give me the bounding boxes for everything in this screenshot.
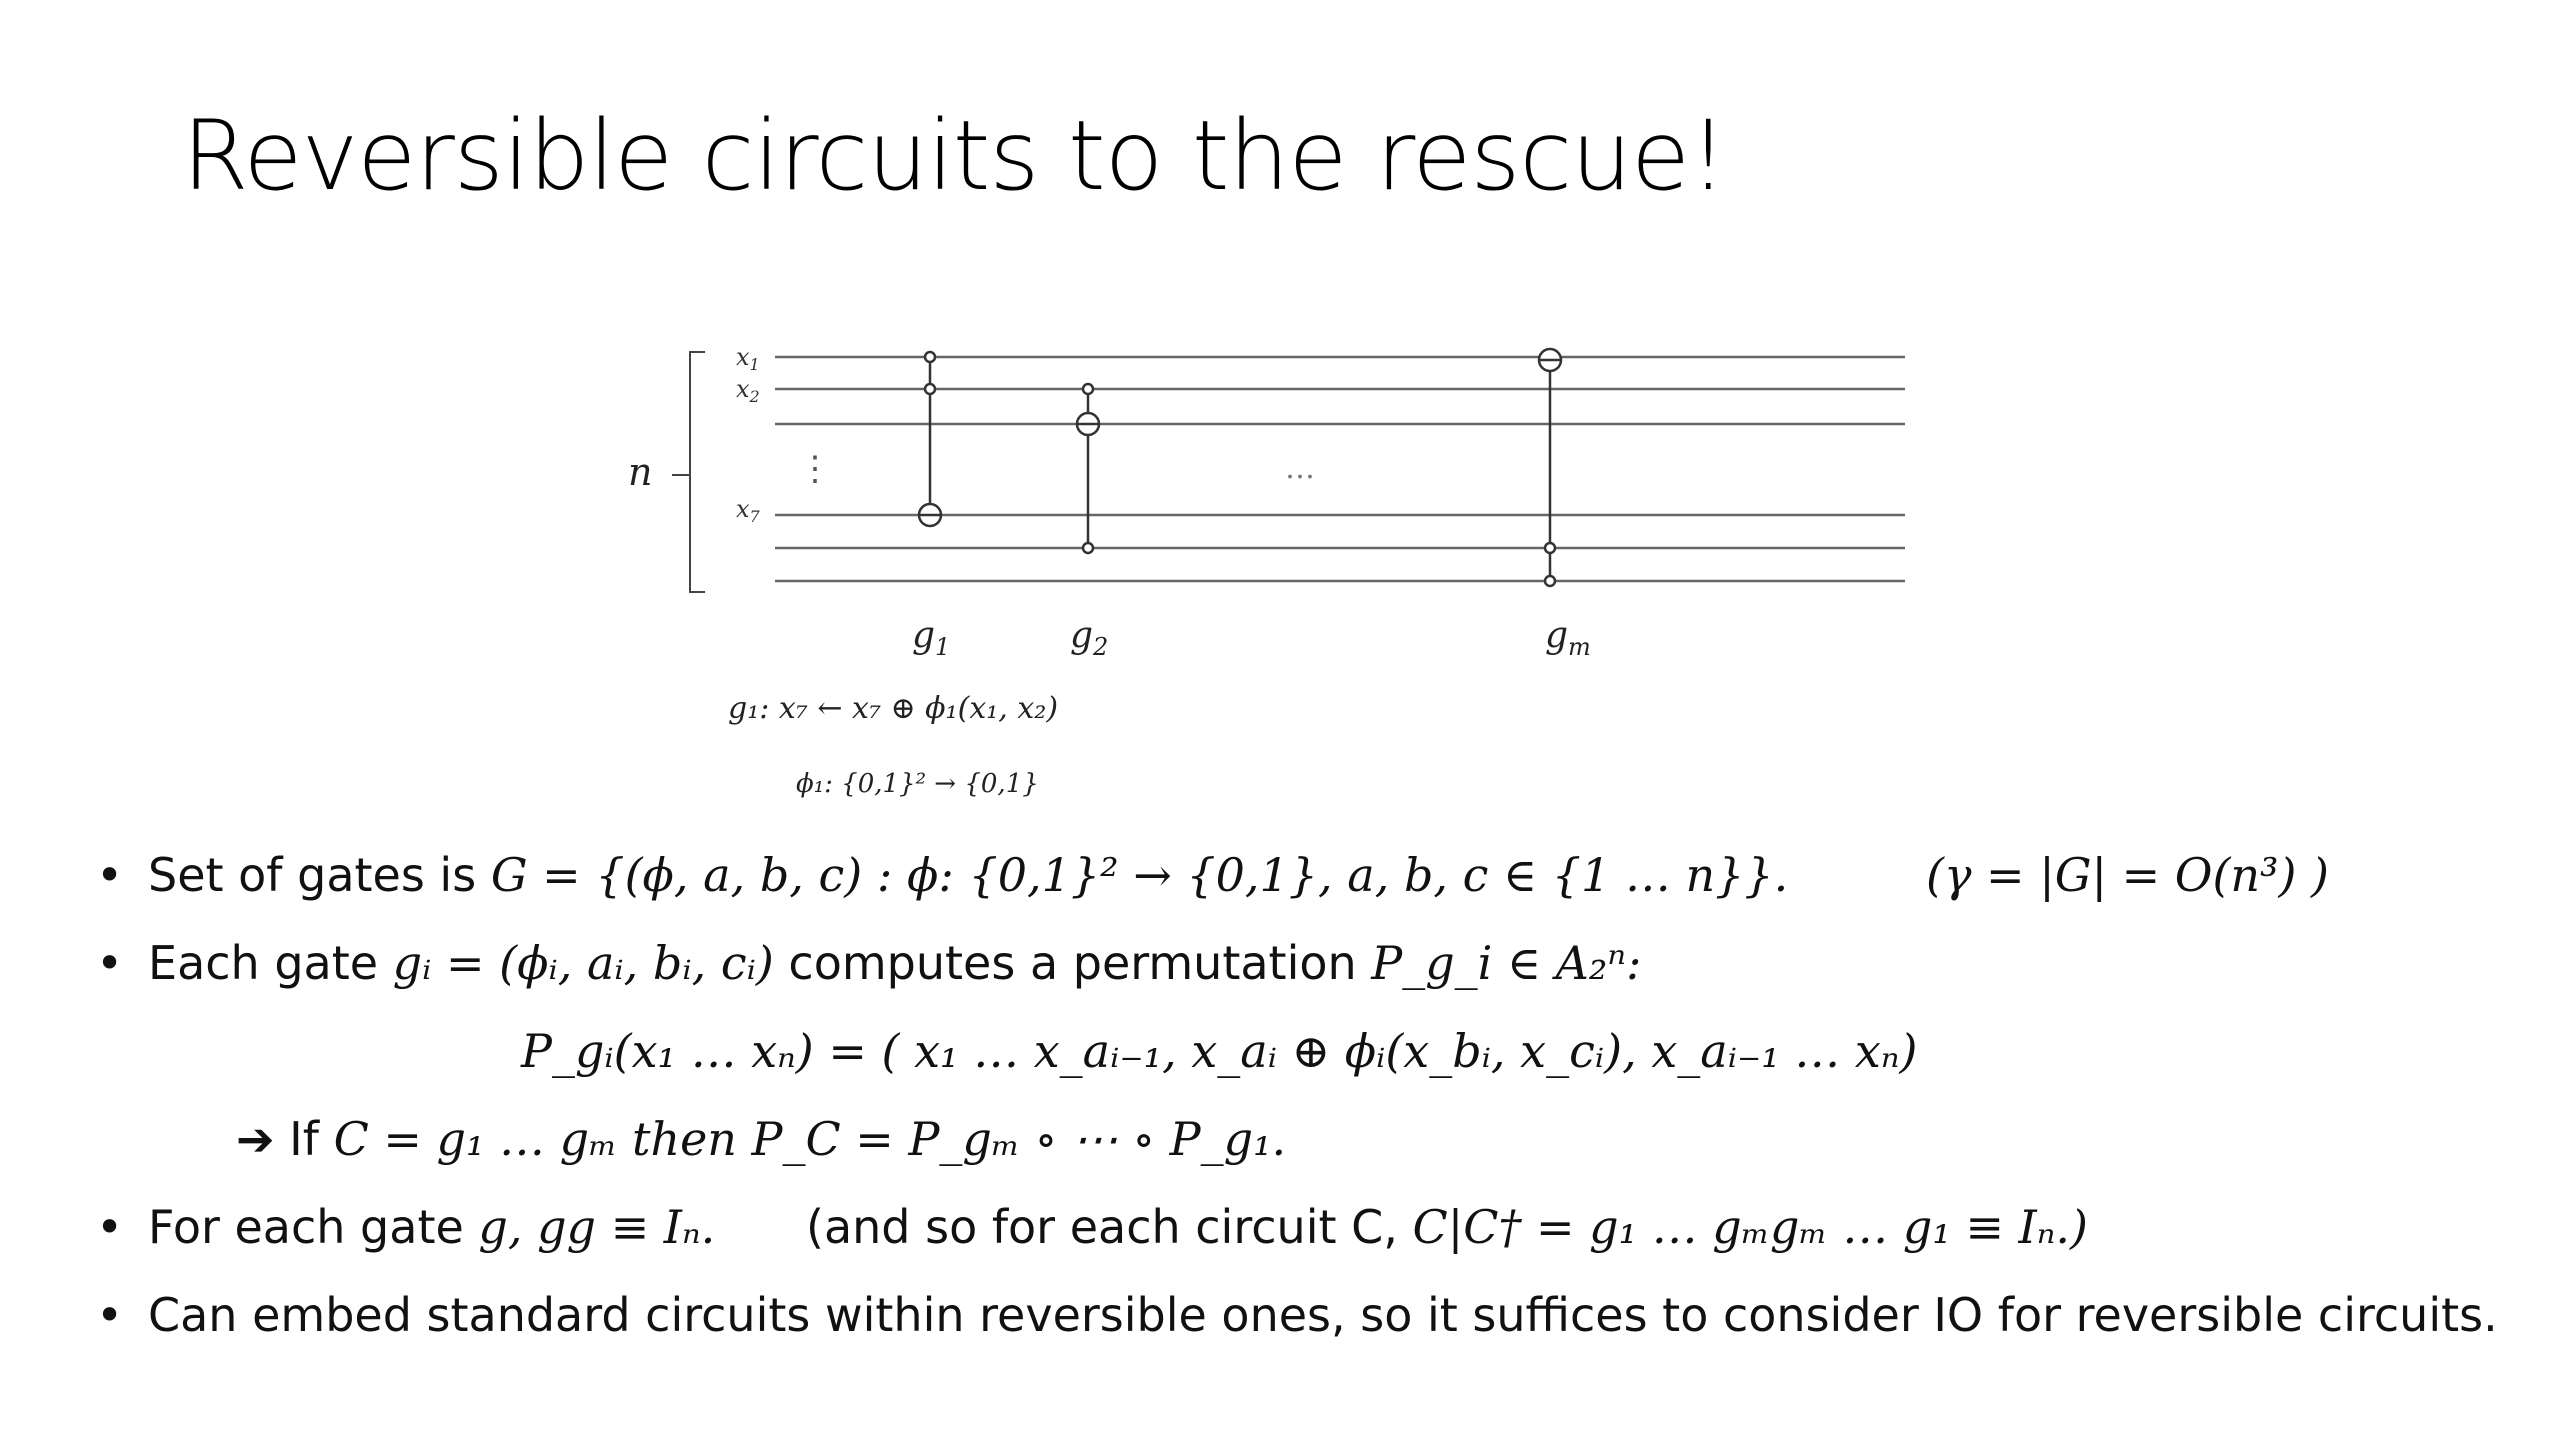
composition-formula: C = g₁ … gₘ then P_C = P_gₘ ∘ ⋯ ∘ P_g₁.: [333, 1112, 1287, 1166]
bullet-dot: •: [96, 1288, 124, 1342]
control-dot: [1543, 541, 1557, 555]
n-label: n: [628, 450, 652, 494]
circuit-involution: (and so for each circuit C, C|C† = g₁ … …: [806, 1197, 2088, 1257]
gate-set-formula: G = {(ϕ, a, b, c) : ϕ: {0,1}² → {0,1}, a…: [490, 848, 1789, 902]
wire-label-x2: x2: [736, 375, 760, 406]
control-dot: [1081, 541, 1095, 555]
bullet-content: Set of gates is G = {(ϕ, a, b, c) : ϕ: {…: [148, 845, 1788, 905]
phi-definition: ϕ₁: {0,1}² → {0,1}: [796, 769, 1039, 799]
permutation-formula-row: P_gᵢ(x₁ … xₙ) = ( x₁ … x_aᵢ₋₁, x_aᵢ ⊕ ϕᵢ…: [96, 1021, 2526, 1081]
permutation-membership: P_g_i ∈ A₂ⁿ:: [1371, 936, 1642, 990]
gate-gm: [1537, 347, 1563, 588]
gamma-size: (γ = |G| = O(n³) ): [1926, 848, 2329, 902]
circuit-involution-formula: C|C† = g₁ … gₘgₘ … g₁ ≡ Iₙ.): [1412, 1200, 2088, 1254]
bullet-list: • Set of gates is G = {(ϕ, a, b, c) : ϕ:…: [96, 845, 2526, 1373]
implication-row: ➔ If C = g₁ … gₘ then P_C = P_gₘ ∘ ⋯ ∘ P…: [96, 1109, 2526, 1169]
bullet-text: Each gate: [148, 936, 393, 990]
circuit-involution-text: (and so for each circuit C,: [806, 1200, 1413, 1254]
slide-title: Reversible circuits to the rescue!: [182, 100, 1728, 212]
involution-formula: g, gg ≡ Iₙ.: [478, 1200, 716, 1254]
implication-content: ➔ If C = g₁ … gₘ then P_C = P_gₘ ∘ ⋯ ∘ P…: [236, 1109, 1286, 1169]
wire-label-x1: x1: [736, 343, 760, 374]
bullet-involution: • For each gate g, gg ≡ Iₙ. (and so for …: [96, 1197, 2526, 1257]
bullet-content: For each gate g, gg ≡ Iₙ.: [148, 1197, 715, 1257]
bullet-permutation: • Each gate gᵢ = (ϕᵢ, aᵢ, bᵢ, cᵢ) comput…: [96, 933, 2526, 993]
bullet-text-2: computes a permutation: [773, 936, 1372, 990]
control-dot: [1081, 382, 1095, 396]
bullet-embedding: • Can embed standard circuits within rev…: [96, 1285, 2526, 1345]
permutation-formula: P_gᵢ(x₁ … xₙ) = ( x₁ … x_aᵢ₋₁, x_aᵢ ⊕ ϕᵢ…: [521, 1024, 1918, 1078]
n-bracket: [689, 351, 705, 593]
wires: [775, 355, 1905, 583]
gate-label-g2: g2: [1070, 615, 1108, 661]
bullet-content: Each gate gᵢ = (ϕᵢ, aᵢ, bᵢ, cᵢ) computes…: [148, 933, 1642, 993]
horizontal-ellipsis: …: [1285, 451, 1315, 486]
gate-g1: [917, 350, 943, 528]
reversible-circuit-diagram: n x1 x2 x7 ⋮ … g1 g2 gm g: [628, 343, 1905, 799]
bullet-text: Set of gates is: [148, 848, 491, 902]
bullet-text: For each gate: [148, 1200, 479, 1254]
bullet-dot: •: [96, 936, 124, 990]
bullet-gate-set: • Set of gates is G = {(ϕ, a, b, c) : ϕ:…: [96, 845, 2526, 905]
gate-tuple: gᵢ = (ϕᵢ, aᵢ, bᵢ, cᵢ): [392, 936, 774, 990]
arrow-icon: ➔: [236, 1112, 275, 1166]
gate-label-gm: gm: [1545, 615, 1591, 661]
control-dot: [923, 382, 937, 396]
gate-label-g1: g1: [912, 615, 950, 661]
control-dot: [1543, 574, 1557, 588]
wire-label-x7: x7: [736, 495, 761, 526]
control-dot: [923, 350, 937, 364]
bullet-dot: •: [96, 1200, 124, 1254]
gate-g2: [1075, 382, 1101, 555]
implication-text: If: [274, 1112, 334, 1166]
vertical-dots: ⋮: [798, 449, 832, 489]
gate-definition: g₁: x₇ ← x₇ ⊕ ϕ₁(x₁, x₂): [728, 691, 1058, 726]
bullet-text: Can embed standard circuits within rever…: [148, 1288, 2498, 1342]
bullet-dot: •: [96, 848, 124, 902]
